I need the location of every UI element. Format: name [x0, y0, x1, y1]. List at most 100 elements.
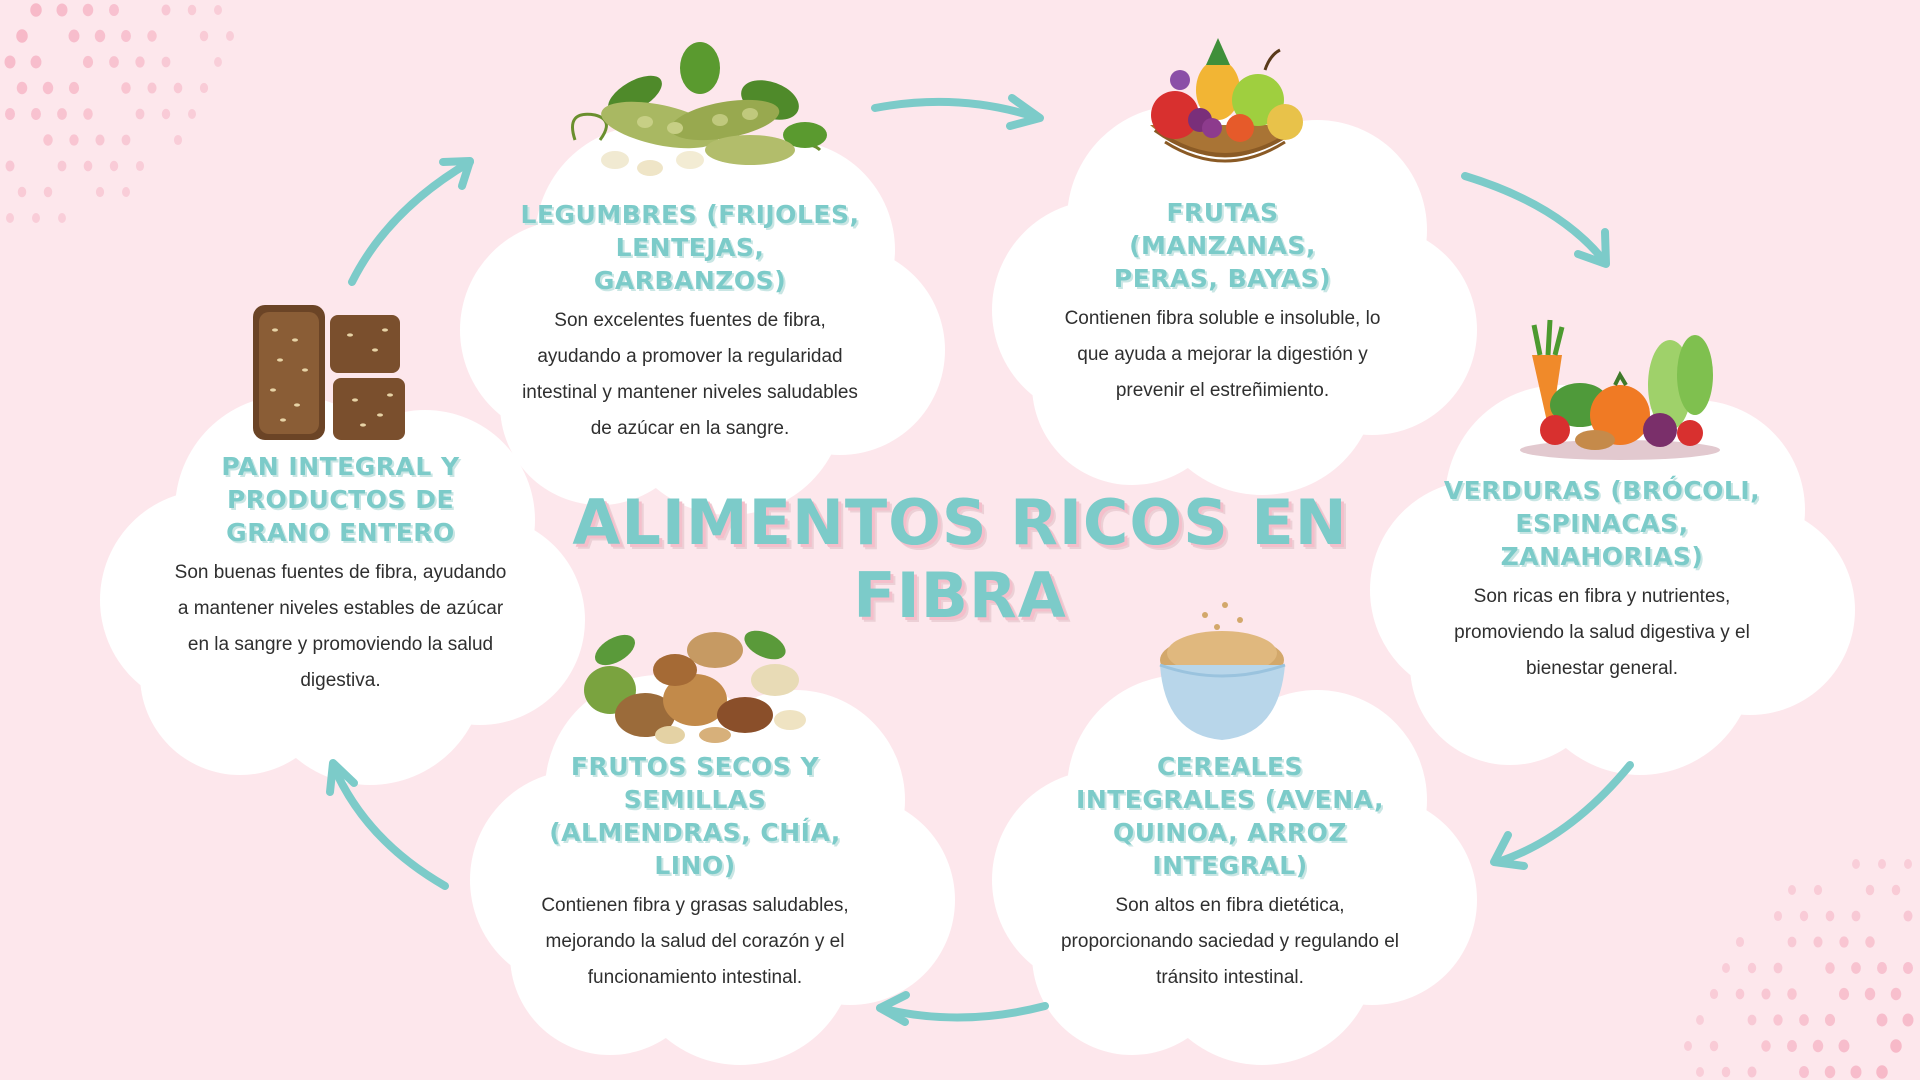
vegetables-icon: [1520, 319, 1720, 460]
nuts-icon: [584, 630, 806, 744]
page-title: ALIMENTOS RICOS EN FIBRA: [572, 486, 1348, 632]
decorative-dot: [69, 134, 79, 146]
decorative-dot: [1878, 859, 1886, 869]
decorative-dot: [1903, 910, 1913, 922]
decorative-dot: [1825, 910, 1835, 922]
decorative-dot: [1709, 1040, 1719, 1052]
item-pan-integral: PAN INTEGRAL Y PRODUCTOS DE GRANO ENTERO…: [168, 450, 513, 699]
decorative-dot: [1696, 1067, 1704, 1077]
item-description: Son ricas en fibra y nutrientes, promovi…: [1454, 586, 1750, 679]
decorative-dot: [1799, 1066, 1809, 1078]
decorative-dot: [1747, 1014, 1757, 1026]
decorative-dot: [1865, 884, 1875, 896]
decorative-dot: [199, 30, 209, 42]
decorative-dot: [1825, 962, 1835, 974]
decorative-dot: [6, 213, 14, 223]
item-title: CEREALES INTEGRALES (AVENA, QUINOA, ARRO…: [1076, 752, 1384, 880]
item-description: Son excelentes fuentes de fibra, ayudand…: [522, 310, 858, 439]
decorative-dot: [1839, 936, 1849, 948]
arrow-icon: [348, 157, 474, 286]
decorative-dot: [95, 186, 105, 198]
decorative-dot: [1904, 859, 1912, 869]
decorative-dot: [56, 3, 68, 17]
decorative-dot: [1799, 1014, 1809, 1026]
decorative-dot: [95, 134, 105, 146]
decorative-dot: [1696, 1015, 1704, 1025]
decorative-dot: [121, 30, 131, 42]
decorative-dot: [5, 160, 15, 172]
decorative-dot: [1722, 963, 1730, 973]
decorative-dot: [4, 55, 16, 69]
item-description: Contienen fibra soluble e insoluble, lo …: [1064, 308, 1381, 401]
decorative-dot: [68, 29, 80, 43]
item-frutos-secos: FRUTOS SECOS Y SEMILLAS (ALMENDRAS, CHÍA…: [525, 750, 865, 996]
decorative-dot: [1813, 936, 1823, 948]
decorative-dot: [199, 82, 209, 94]
decorative-dot: [121, 82, 131, 94]
decorative-dot: [161, 56, 171, 68]
decorative-dot: [32, 213, 40, 223]
decorative-dot: [31, 108, 41, 120]
decorative-dot: [1902, 1013, 1914, 1027]
decorative-dot: [161, 4, 171, 16]
decorative-dot: [1891, 884, 1901, 896]
decorative-dot: [161, 108, 171, 120]
item-legumbres: LEGUMBRES (FRIJOLES, LENTEJAS, GARBANZOS…: [520, 198, 860, 447]
item-title: LEGUMBRES (FRIJOLES, LENTEJAS, GARBANZOS…: [520, 200, 860, 295]
decorative-dot: [109, 56, 119, 68]
item-title: VERDURAS (BRÓCOLI, ESPINACAS, ZANAHORIAS…: [1443, 476, 1761, 571]
arrow-icon: [326, 759, 449, 890]
decorative-dot: [1851, 910, 1861, 922]
bread-icon: [253, 305, 405, 440]
arrow-icon: [876, 991, 1049, 1026]
decorative-dot: [214, 57, 222, 67]
decorative-dot: [1787, 988, 1797, 1000]
decorative-dot: [1890, 1039, 1902, 1053]
decorative-dot: [122, 187, 130, 197]
item-title: FRUTOS SECOS Y SEMILLAS (ALMENDRAS, CHÍA…: [549, 752, 841, 880]
item-title: PAN INTEGRAL Y PRODUCTOS DE GRANO ENTERO: [221, 452, 460, 547]
decorative-dot: [16, 29, 28, 43]
decorative-dot: [1721, 1066, 1731, 1078]
decorative-dot: [121, 134, 131, 146]
decorative-dot: [187, 4, 197, 16]
decorative-dot: [135, 56, 145, 68]
decorative-dot: [68, 81, 80, 95]
decorative-dot: [42, 81, 54, 95]
decorative-dot: [82, 55, 94, 69]
decorative-dot: [1812, 1039, 1824, 1053]
decorative-dot: [1877, 962, 1887, 974]
decorative-dot: [1684, 1041, 1692, 1051]
decorative-dot: [30, 55, 42, 69]
decorative-dot: [43, 186, 53, 198]
decorative-dot: [1876, 1013, 1888, 1027]
decorative-dot: [1838, 987, 1850, 1001]
item-cereales: CEREALES INTEGRALES (AVENA, QUINOA, ARRO…: [1060, 750, 1400, 996]
decorative-dot: [1852, 859, 1860, 869]
item-description: Son altos en fibra dietética, proporcion…: [1060, 895, 1400, 988]
decorative-dot: [109, 160, 119, 172]
decorative-dot: [1773, 1014, 1783, 1026]
decorative-dot: [1850, 1065, 1862, 1079]
cereal-bowl-icon: [1159, 602, 1286, 740]
decorative-dot: [1761, 1040, 1771, 1052]
decorative-dot: [30, 3, 42, 17]
legumes-icon: [571, 42, 827, 176]
arrow-icon: [1461, 172, 1610, 268]
decorative-dot: [173, 134, 183, 146]
decorative-dot: [1864, 987, 1876, 1001]
decorative-dot: [83, 160, 93, 172]
decorative-dot: [5, 108, 15, 120]
decorative-dot: [17, 186, 27, 198]
decorative-dot: [1747, 962, 1757, 974]
decorative-dot: [1824, 1065, 1836, 1079]
decorative-dot: [1799, 910, 1809, 922]
item-description: Contienen fibra y grasas saludables, mej…: [541, 895, 849, 988]
arrow-icon: [871, 94, 1044, 130]
decorative-dot: [226, 31, 234, 41]
decorative-dot: [1813, 884, 1823, 896]
decorative-dot: [214, 5, 222, 15]
decorative-dot: [82, 3, 94, 17]
